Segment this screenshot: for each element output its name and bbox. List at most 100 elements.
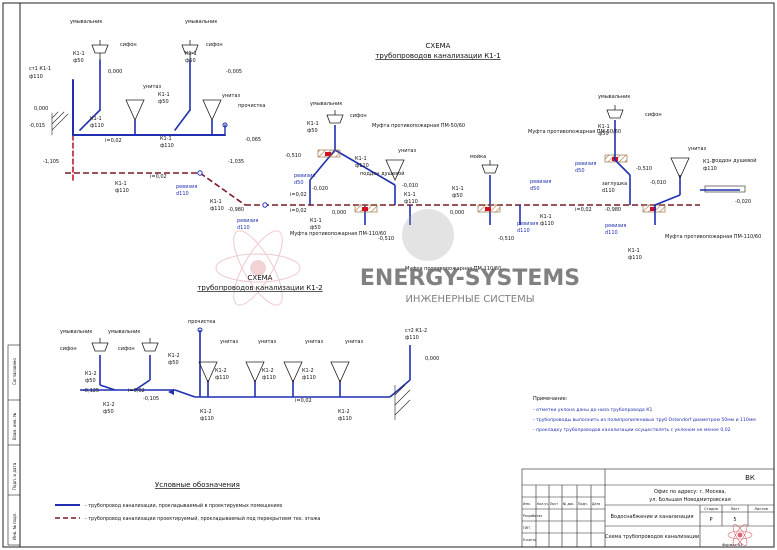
label-rev-dia-1: d110	[176, 191, 189, 197]
label-dia-k12g: ф110	[302, 375, 316, 381]
stamp-role-2: ГИП	[523, 526, 530, 530]
label-dia-k12e: ф110	[215, 375, 229, 381]
k11-left-group	[51, 59, 228, 181]
label-dia-m: ф50	[310, 225, 321, 231]
level-14: -0,510	[378, 236, 394, 242]
toilet-icon	[198, 361, 350, 383]
watermark-brand: ENERGY-SYSTEMS	[360, 266, 580, 291]
sink-icon	[91, 40, 199, 60]
notes-heading: Примечание:	[533, 396, 568, 402]
title-line2: трубопроводов канализации К1-1	[375, 52, 500, 60]
label-rev-dia-5: d110	[517, 228, 530, 234]
sink-icon	[606, 105, 624, 119]
label-toilet-6: унитаз	[258, 339, 276, 345]
label-riser-1-dia: ф110	[29, 74, 43, 80]
label-sink-3: умывальник	[310, 101, 342, 107]
label-dia-c: ф50	[158, 99, 169, 105]
label-slope-2: i=0,02	[150, 174, 167, 180]
level-17: -0,010	[650, 180, 666, 186]
label-k11-k: К1-1	[452, 186, 464, 192]
side-agreed: Согласовано	[12, 358, 17, 385]
label-riser-2: ст2 К1-2	[405, 328, 427, 334]
label-k12-b: К1-2	[168, 353, 180, 359]
label-revision-2: ревизия	[237, 218, 258, 224]
inner-frame	[19, 2, 775, 548]
label-dia-k12d: ф110	[200, 416, 214, 422]
label-rev-dia-2: d110	[237, 225, 250, 231]
label-coupling-4: Муфта противопожарная ПМ-50/60	[528, 129, 621, 135]
level-1: 0,000	[34, 106, 48, 112]
label-revision-5: ревизия	[517, 221, 538, 227]
k11-right-group	[614, 120, 740, 225]
label-k11-e: К1-1	[160, 136, 172, 142]
shower-tray-icon	[704, 185, 746, 193]
watermark-subtitle: ИНЖЕНЕРНЫЕ СИСТЕМЫ	[405, 294, 534, 305]
label-k11-c: К1-1	[158, 92, 170, 98]
label-pallet-1: поддон душевой	[360, 170, 404, 177]
title2-line1: СХЕМА	[248, 274, 273, 282]
stamp-address2: ул. Большая Новодмитровская	[649, 497, 730, 503]
cleanout-icon	[197, 327, 203, 333]
label-slope-1: i=0,02	[105, 138, 122, 144]
toilet-icon	[385, 159, 405, 181]
k11-dashed-main	[65, 172, 700, 206]
label-dia-k12b: ф50	[168, 360, 179, 366]
label-siphon-6: сифон	[118, 346, 135, 352]
title2-line2: трубопроводов канализации К1-2	[197, 284, 322, 292]
label-cleanout-1: прочистка	[238, 103, 265, 109]
label-k11-o: К1-1	[703, 159, 715, 165]
label-slope-3: i=0,02	[290, 192, 307, 198]
legend-dashed: - трубопровод канализации проектируемый,…	[85, 515, 320, 522]
label-revision-1: ревизия	[176, 184, 197, 190]
label-dia-k12h: ф110	[338, 416, 352, 422]
label-k12-g: К1-2	[302, 368, 314, 374]
label-k11-f: К1-1	[115, 181, 127, 187]
stamp-h-3: Лист	[550, 502, 558, 506]
label-toilet-1: унитаз	[143, 84, 161, 90]
label-siphon-5: сифон	[60, 346, 77, 352]
label-dia-j: ф110	[404, 199, 418, 205]
label-rev-dia-7: d110	[605, 230, 618, 236]
side-stamp: Согласовано Взам. инв. № Подп. и дата Ин…	[7, 344, 21, 546]
label-dia-k12f: ф110	[262, 375, 276, 381]
note-2: - трубопроводы выполнить из полипропилен…	[533, 417, 756, 423]
label-dia-l: ф110	[540, 221, 554, 227]
label-k11-g: К1-1	[210, 199, 222, 205]
label-dia-d: ф110	[90, 123, 104, 129]
level-9: -0,510	[285, 153, 301, 159]
label-dia-f: ф110	[115, 188, 129, 194]
level-7: -1,035	[228, 159, 244, 165]
label-coupling-1: Муфта противопожарная ПМ-50/60	[372, 123, 465, 129]
label-toilet-4: унитаз	[688, 146, 706, 152]
stamp-sheet-h: Лист	[730, 507, 739, 511]
label-k12-f: К1-2	[262, 368, 274, 374]
label-k12-h: К1-2	[338, 409, 350, 415]
level-18: -0,020	[735, 199, 751, 205]
level-10: -0,020	[312, 186, 328, 192]
level-16: -0,510	[636, 166, 652, 172]
label-sink-1: умывальник	[70, 19, 102, 25]
label-sink-4: умывальник	[598, 94, 630, 100]
label-k11-d: К1-1	[90, 116, 102, 122]
level-3: 0,000	[108, 69, 122, 75]
label-siphon-2: сифон	[206, 42, 223, 48]
label-revision-4: ревизия	[530, 179, 551, 185]
label-siphon-3: сифон	[350, 113, 367, 119]
label-sink-5: умывальник	[60, 329, 92, 335]
label-dia-g: ф110	[210, 206, 224, 212]
label-dia-k: ф50	[452, 193, 463, 199]
label-rev-dia-4: d50	[530, 186, 540, 192]
stamp-role-1: Разработал	[523, 514, 542, 518]
label-toilet-2: унитаз	[222, 93, 240, 99]
stamp-stage: Р	[709, 517, 712, 523]
label-washer: мойка	[470, 153, 486, 160]
stamp-sheet-title: Схема трубопроводов канализации	[605, 534, 699, 540]
label-dia-a: ф50	[73, 58, 84, 64]
toilet-icon	[670, 157, 690, 179]
legend-heading: Условные обозначения	[155, 481, 240, 489]
level-13: 0,000	[450, 210, 464, 216]
side-sign: Подп. и дата	[12, 462, 17, 490]
level-22: -0,105	[143, 396, 159, 402]
level-2: -0,015	[29, 123, 45, 129]
label-k11-n: К1-1	[598, 124, 610, 130]
